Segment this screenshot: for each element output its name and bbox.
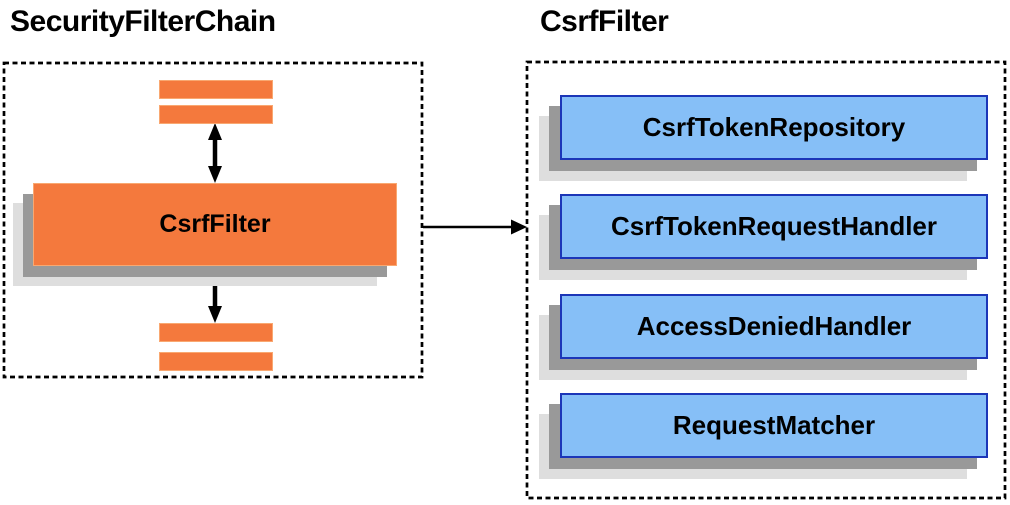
component-label: CsrfTokenRequestHandler — [610, 211, 938, 241]
filter-placeholder-bar — [159, 80, 273, 99]
component-box-request-matcher: RequestMatcher — [560, 393, 988, 458]
component-box-csrf-token-repository: CsrfTokenRepository — [560, 95, 988, 160]
component-label: RequestMatcher — [672, 410, 876, 440]
component-label: CsrfTokenRepository — [642, 112, 906, 142]
filter-placeholder-bar — [159, 105, 273, 124]
csrf-filter-title: CsrfFilter — [540, 5, 669, 38]
filter-placeholder-bar — [159, 352, 273, 371]
filter-placeholder-bar — [159, 323, 273, 342]
csrf-filter-link-arrow — [423, 219, 527, 235]
component-box-access-denied-handler: AccessDeniedHandler — [560, 294, 988, 359]
security-filter-chain-title: SecurityFilterChain — [10, 5, 276, 38]
component-box-csrf-token-request-handler: CsrfTokenRequestHandler — [560, 194, 988, 259]
flow-arrow-top — [208, 123, 222, 183]
component-label: AccessDeniedHandler — [636, 311, 912, 341]
csrf-filter-box: CsrfFilter — [33, 183, 397, 266]
csrf-filter-box-label: CsrfFilter — [159, 210, 271, 238]
